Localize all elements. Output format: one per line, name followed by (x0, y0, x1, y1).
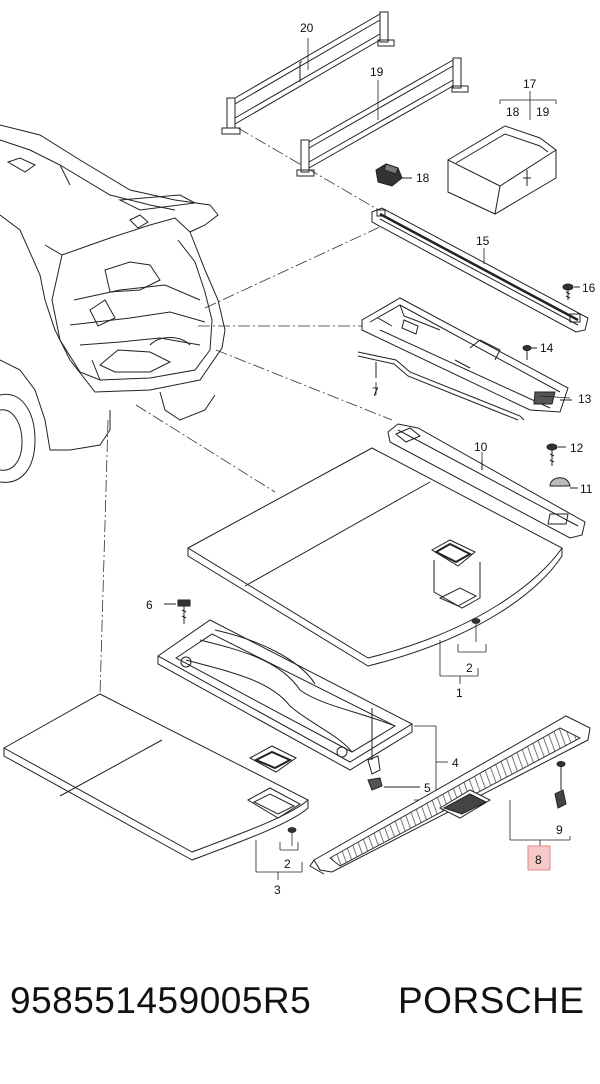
vehicle-rear-view (0, 124, 226, 483)
part-10-cross-bar (387, 423, 586, 539)
callout-labels: 20 19 17 18 19 18 15 16 14 7 13 10 12 11… (146, 21, 596, 897)
callout-15: 15 (476, 234, 490, 248)
part-16-screw (562, 283, 580, 300)
callout-7: 7 (372, 385, 379, 399)
part-number: 958551459005R5 (10, 980, 312, 1021)
callout-5: 5 (424, 781, 431, 795)
part-13-trim-panel (361, 297, 572, 413)
part-18-clip (375, 163, 412, 187)
callout-1: 1 (456, 686, 463, 700)
callout-14: 14 (540, 341, 554, 355)
callout-3-bracket (255, 827, 303, 880)
callout-2-lower: 2 (284, 857, 291, 871)
part-1-floor-board (186, 447, 563, 667)
callout-12: 12 (570, 441, 584, 455)
callout-11: 11 (580, 482, 593, 496)
callout-2-upper: 2 (466, 661, 473, 675)
callout-18-clip: 18 (416, 171, 430, 185)
footer (0, 960, 600, 1084)
callout-20: 20 (300, 21, 314, 35)
part-14-screw (522, 345, 537, 360)
callout-13: 13 (578, 392, 592, 406)
part-8-sill-plate (309, 715, 591, 875)
callout-17: 17 (523, 77, 537, 91)
part-3-floor-board (2, 693, 309, 861)
callout-16: 16 (582, 281, 596, 295)
brand-name: PORSCHE (398, 980, 585, 1021)
part-6-screw (164, 599, 191, 624)
part-17-storage-bag (446, 125, 557, 215)
callout-9: 9 (556, 823, 563, 837)
part-9-clip (554, 761, 567, 809)
callout-19-net: 19 (370, 65, 384, 79)
callout-19-bag: 19 (536, 105, 550, 119)
part-11-bumper (549, 477, 578, 489)
callout-4: 4 (452, 756, 459, 770)
part-4-center-panel (157, 619, 414, 775)
part-5-clip (367, 777, 420, 791)
callout-leaders (307, 38, 571, 462)
highlight-box-8 (527, 845, 551, 871)
callout-18-bag: 18 (506, 105, 520, 119)
part-12-screw (546, 443, 566, 466)
part-20-net-partition (221, 11, 395, 135)
callout-8: 8 (535, 853, 542, 867)
part-7-cable (357, 351, 525, 421)
callout-17-bracket (499, 91, 557, 120)
callout-3: 3 (274, 883, 281, 897)
part-15-rail (371, 207, 589, 333)
callout-6: 6 (146, 598, 153, 612)
callout-10: 10 (474, 440, 488, 454)
callout-1-bracket (439, 618, 487, 684)
callout-8-bracket (509, 800, 571, 846)
part-19-net-partition (296, 57, 469, 177)
exploded-parts-diagram: 20 19 17 18 19 18 15 16 14 7 13 10 12 11… (0, 11, 596, 897)
